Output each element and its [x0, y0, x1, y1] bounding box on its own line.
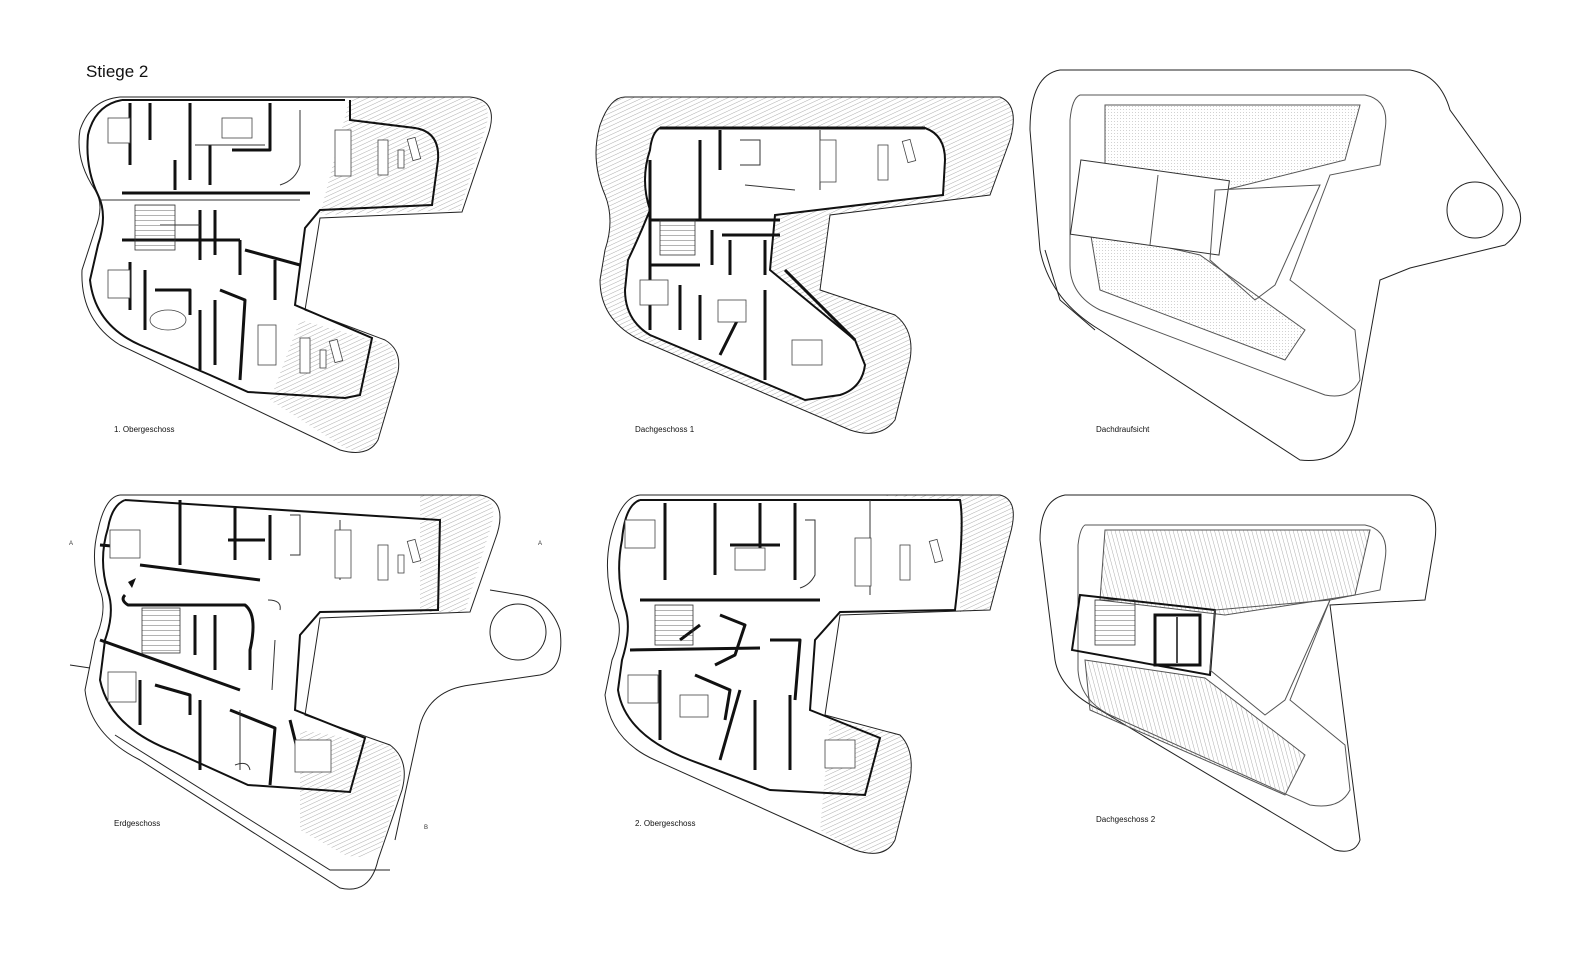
section-mark-a-left: A [69, 541, 74, 547]
caption-dg1: Dachgeschoss 1 [635, 425, 695, 434]
plan-og2 [604, 494, 1014, 854]
section-mark-b: B [424, 825, 429, 831]
plan-og1 [78, 96, 492, 453]
sheet-title: Stiege 2 [86, 62, 149, 81]
plan-dds [1029, 69, 1522, 461]
plan-eg [69, 494, 562, 890]
caption-dg2: Dachgeschoss 2 [1096, 815, 1156, 824]
plan-dg2 [1039, 494, 1437, 852]
caption-eg: Erdgeschoss [114, 819, 161, 828]
section-mark-a-right: A [538, 541, 543, 547]
caption-dds: Dachdraufsicht [1096, 425, 1150, 434]
caption-og2: 2. Obergeschoss [635, 819, 696, 828]
caption-og1: 1. Obergeschoss [114, 425, 175, 434]
plan-dg1 [595, 96, 1014, 434]
